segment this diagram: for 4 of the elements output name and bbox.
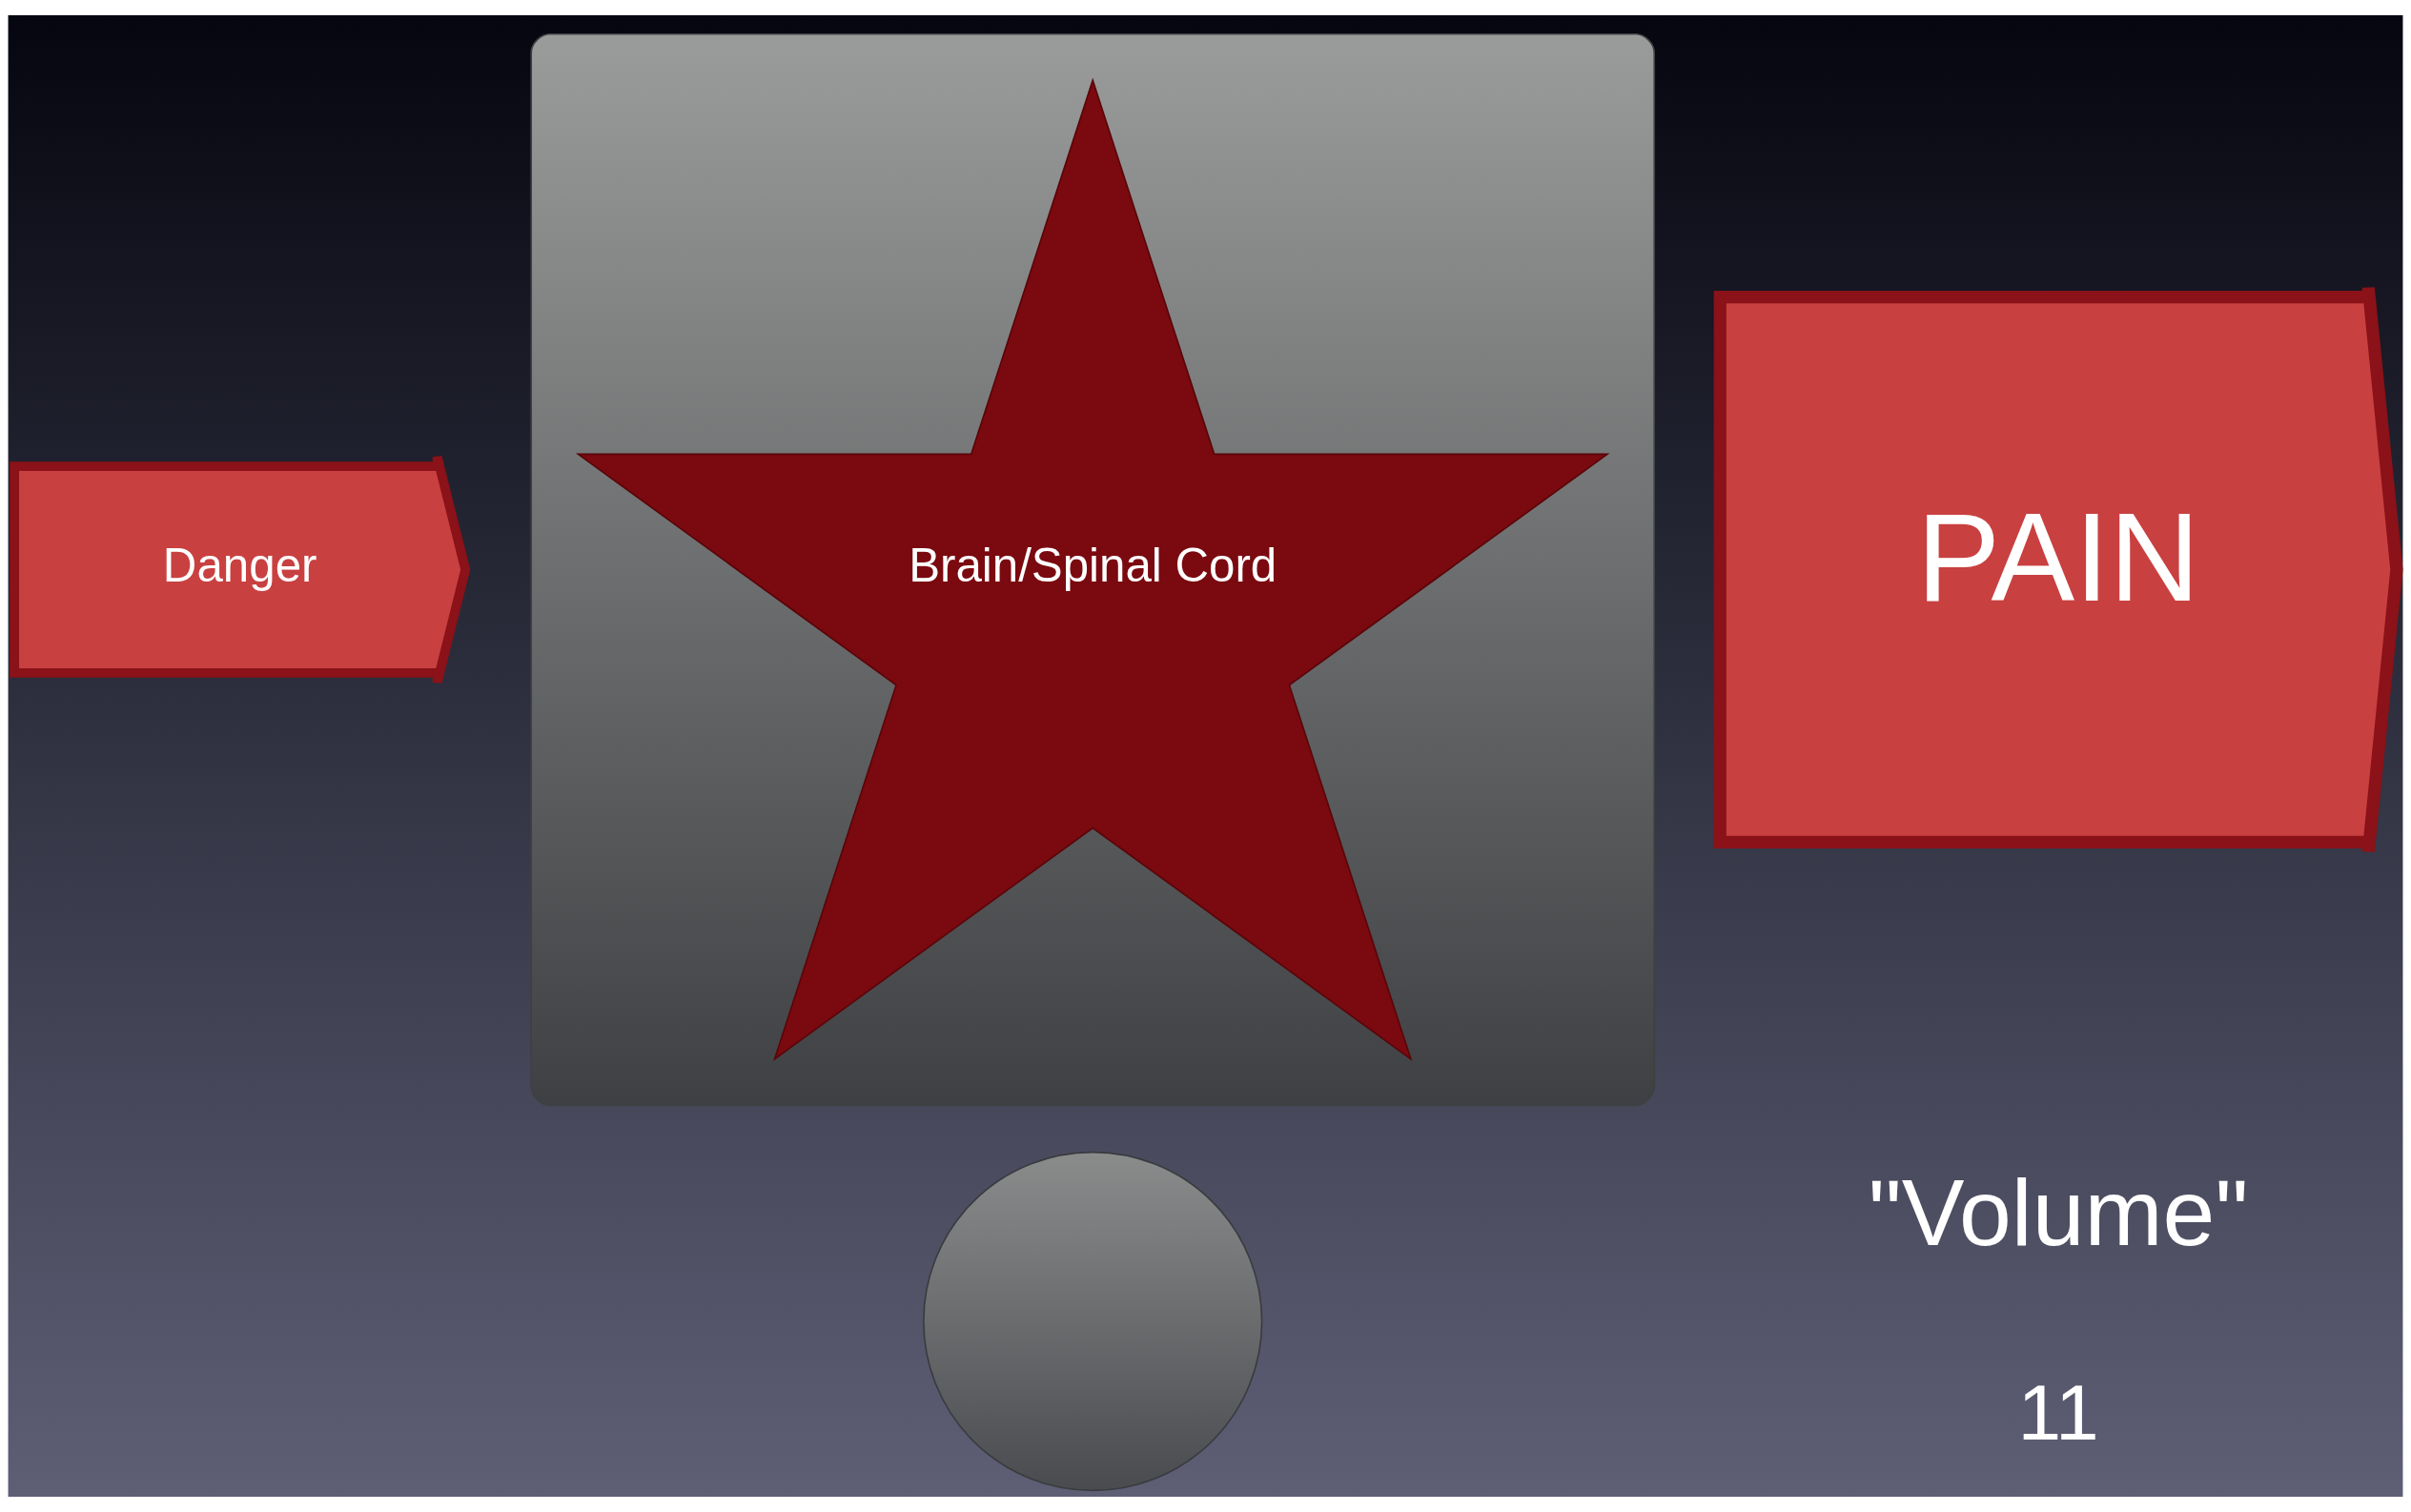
node-label: "Volume" xyxy=(1868,1159,2249,1265)
node-label: 11 xyxy=(2017,1369,2099,1457)
node-circle xyxy=(922,1151,1263,1492)
cluster xyxy=(530,32,1656,1107)
